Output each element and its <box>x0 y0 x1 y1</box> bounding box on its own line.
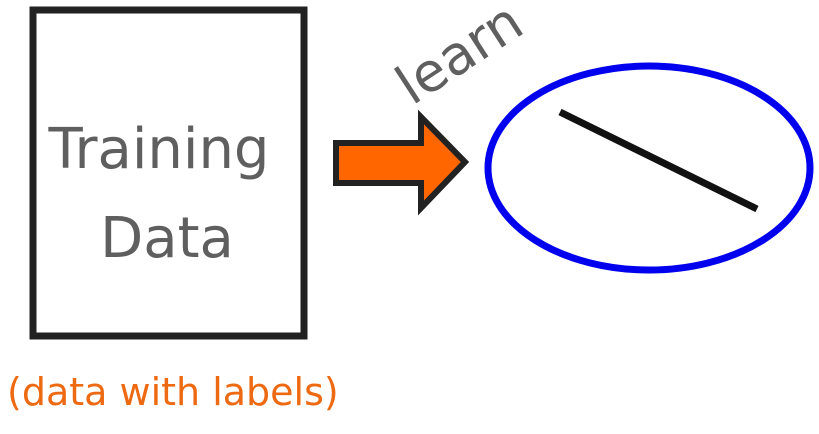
model-line <box>558 108 759 213</box>
model-ellipse <box>484 62 814 274</box>
learn-arrow <box>333 109 470 216</box>
training-data-label-line2: Data <box>100 206 234 271</box>
training-data-box <box>29 6 308 340</box>
training-data-label-line1: Training <box>48 117 270 182</box>
caption-data-with-labels: (data with labels) <box>7 370 339 414</box>
learn-label: learn <box>385 0 534 117</box>
